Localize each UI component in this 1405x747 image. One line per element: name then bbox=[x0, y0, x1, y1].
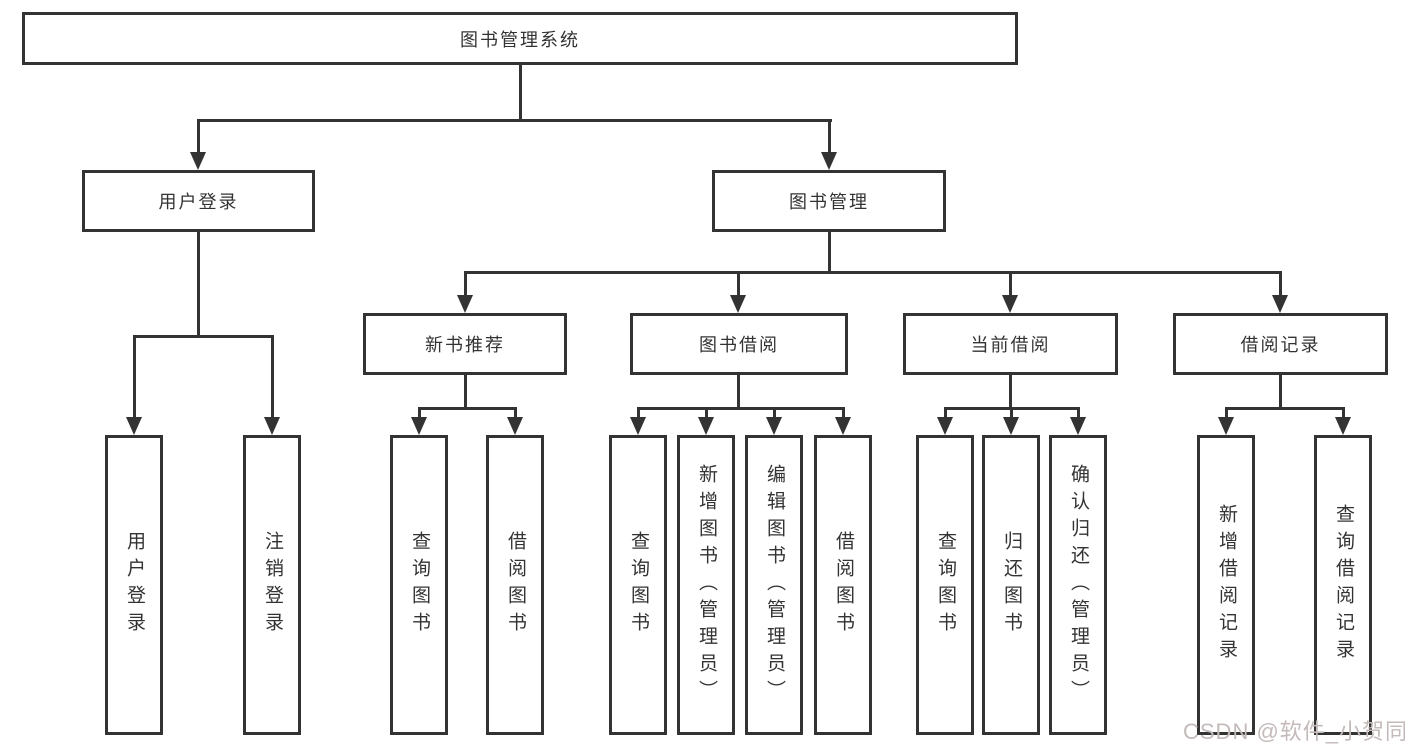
node-current-borrow: 当前借阅 bbox=[903, 313, 1118, 375]
leaf-current-query-books: 查询图书 bbox=[916, 435, 974, 735]
node-library-system: 图书管理系统 bbox=[22, 12, 1018, 65]
arrowhead-book-borrow bbox=[730, 295, 746, 313]
node-new-book-recommend-label: 新书推荐 bbox=[425, 335, 505, 355]
connector-current-drop-1 bbox=[944, 407, 947, 419]
leaf-newbook-borrow-books: 借阅图书 bbox=[486, 435, 544, 735]
arrowhead-newbook-borrow bbox=[507, 417, 523, 435]
connector-current-trunk bbox=[1009, 375, 1012, 410]
arrowhead-borrow-records bbox=[1272, 295, 1288, 313]
leaf-borrow-edit-books-admin: 编辑图书（管理员） bbox=[745, 435, 803, 735]
arrowhead-current-borrow bbox=[1002, 295, 1018, 313]
leaf-borrow-query-books-label: 查询图书 bbox=[628, 531, 649, 639]
leaf-records-add-record-label: 新增借阅记录 bbox=[1216, 504, 1237, 666]
leaf-borrow-borrow-books-label: 借阅图书 bbox=[833, 531, 854, 639]
leaf-current-confirm-return-admin: 确认归还（管理员） bbox=[1049, 435, 1107, 735]
node-borrow-records: 借阅记录 bbox=[1173, 313, 1388, 375]
csdn-watermark: CSDN @软件_小贺同学 bbox=[1183, 719, 1405, 744]
connector-borrow-trunk bbox=[737, 375, 740, 410]
connector-bookmgmt-drop-4 bbox=[1279, 271, 1282, 297]
leaf-records-add-record: 新增借阅记录 bbox=[1197, 435, 1255, 735]
connector-newbook-distributor bbox=[418, 407, 517, 410]
leaf-user-login-label: 用户登录 bbox=[124, 531, 145, 639]
leaf-records-query-record: 查询借阅记录 bbox=[1314, 435, 1372, 735]
connector-root-drop-right bbox=[828, 119, 831, 153]
leaf-newbook-query-books-label: 查询图书 bbox=[409, 531, 430, 639]
connector-userlogin-drop-1 bbox=[133, 335, 136, 419]
node-current-borrow-label: 当前借阅 bbox=[970, 335, 1051, 355]
connector-records-drop-1 bbox=[1225, 407, 1228, 419]
connector-bookmgmt-drop-3 bbox=[1009, 271, 1012, 297]
node-book-borrow-label: 图书借阅 bbox=[699, 335, 779, 355]
arrowhead-records-query bbox=[1335, 417, 1351, 435]
connector-newbook-trunk bbox=[464, 375, 467, 410]
arrowhead-new-book bbox=[457, 295, 473, 313]
arrowhead-records-add bbox=[1218, 417, 1234, 435]
leaf-records-query-record-label: 查询借阅记录 bbox=[1333, 504, 1354, 666]
leaf-borrow-add-books-admin-label: 新增图书（管理员） bbox=[696, 463, 717, 707]
arrowhead-current-return bbox=[1003, 417, 1019, 435]
leaf-logout-label: 注销登录 bbox=[262, 531, 283, 639]
connector-root-drop-left bbox=[197, 119, 200, 153]
connector-root-trunk bbox=[519, 65, 522, 121]
leaf-borrow-query-books: 查询图书 bbox=[609, 435, 667, 735]
connector-userlogin-trunk bbox=[197, 232, 200, 338]
arrowhead-logout-leaf bbox=[264, 417, 280, 435]
connector-borrow-drop-4 bbox=[842, 407, 845, 419]
node-user-login: 用户登录 bbox=[82, 170, 315, 232]
connector-userlogin-drop-2 bbox=[271, 335, 274, 419]
arrowhead-user-login bbox=[190, 152, 206, 170]
arrowhead-current-query bbox=[937, 417, 953, 435]
node-borrow-records-label: 借阅记录 bbox=[1240, 335, 1321, 355]
connector-newbook-drop-1 bbox=[418, 407, 421, 419]
leaf-current-return-books-label: 归还图书 bbox=[1001, 531, 1022, 639]
leaf-logout: 注销登录 bbox=[243, 435, 301, 735]
arrowhead-book-management bbox=[821, 152, 837, 170]
connector-records-distributor bbox=[1225, 407, 1345, 410]
leaf-current-confirm-return-admin-label: 确认归还（管理员） bbox=[1068, 463, 1089, 707]
arrowhead-borrow-add bbox=[698, 417, 714, 435]
connector-borrow-drop-3 bbox=[773, 407, 776, 419]
arrowhead-newbook-query bbox=[411, 417, 427, 435]
node-library-system-label: 图书管理系统 bbox=[460, 29, 580, 50]
leaf-borrow-borrow-books: 借阅图书 bbox=[814, 435, 872, 735]
connector-records-drop-2 bbox=[1342, 407, 1345, 419]
node-book-management-label: 图书管理 bbox=[789, 192, 869, 212]
node-new-book-recommend: 新书推荐 bbox=[363, 313, 567, 375]
connector-bookmgmt-trunk bbox=[828, 232, 831, 274]
connector-bookmgmt-drop-1 bbox=[464, 271, 467, 297]
connector-bookmgmt-drop-2 bbox=[737, 271, 740, 297]
connector-current-drop-2 bbox=[1010, 407, 1013, 419]
connector-newbook-drop-2 bbox=[514, 407, 517, 419]
connector-borrow-distributor bbox=[637, 407, 845, 410]
node-book-borrow: 图书借阅 bbox=[630, 313, 848, 375]
leaf-newbook-query-books: 查询图书 bbox=[390, 435, 448, 735]
arrowhead-borrow-borrow bbox=[835, 417, 851, 435]
connector-borrow-drop-1 bbox=[637, 407, 640, 419]
node-user-login-label: 用户登录 bbox=[158, 192, 239, 212]
leaf-current-return-books: 归还图书 bbox=[982, 435, 1040, 735]
connector-userlogin-distributor bbox=[133, 335, 274, 338]
connector-records-trunk bbox=[1279, 375, 1282, 410]
arrowhead-user-login-leaf bbox=[126, 417, 142, 435]
leaf-current-query-books-label: 查询图书 bbox=[935, 531, 956, 639]
leaf-borrow-edit-books-admin-label: 编辑图书（管理员） bbox=[764, 463, 785, 707]
arrowhead-borrow-edit bbox=[766, 417, 782, 435]
leaf-user-login: 用户登录 bbox=[105, 435, 163, 735]
connector-root-distributor bbox=[197, 119, 832, 122]
connector-current-drop-3 bbox=[1077, 407, 1080, 419]
arrowhead-current-confirm bbox=[1070, 417, 1086, 435]
arrowhead-borrow-query bbox=[630, 417, 646, 435]
connector-bookmgmt-distributor bbox=[464, 271, 1282, 274]
node-book-management: 图书管理 bbox=[712, 170, 946, 232]
leaf-borrow-add-books-admin: 新增图书（管理员） bbox=[677, 435, 735, 735]
connector-borrow-drop-2 bbox=[705, 407, 708, 419]
leaf-newbook-borrow-books-label: 借阅图书 bbox=[505, 531, 526, 639]
